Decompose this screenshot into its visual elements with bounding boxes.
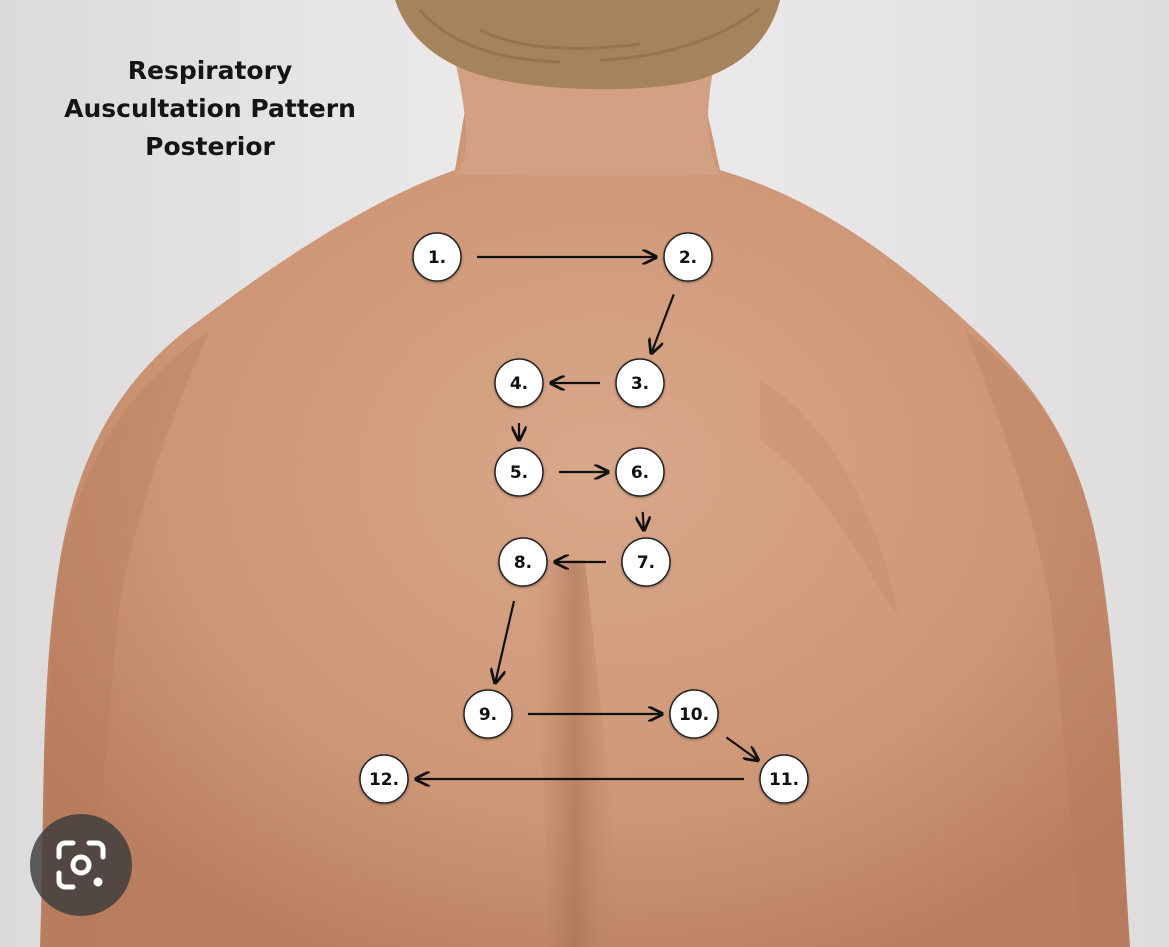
marker-label: 5. xyxy=(510,463,528,483)
marker-circle xyxy=(759,754,809,804)
auscultation-point-11: 11. xyxy=(759,754,809,804)
auscultation-point-4: 4. xyxy=(494,358,544,408)
auscultation-point-10: 10. xyxy=(669,689,719,739)
auscultation-point-8: 8. xyxy=(498,537,548,587)
hair-shading xyxy=(418,6,761,64)
marker-circle xyxy=(615,447,665,497)
scapula-shading xyxy=(760,380,900,620)
marker-label: 7. xyxy=(637,553,655,573)
title-line-1: Respiratory xyxy=(127,56,293,85)
auscultation-point-12: 12. xyxy=(359,754,409,804)
arrow-2-to-3 xyxy=(651,293,675,353)
arrow-8-to-9 xyxy=(495,600,516,683)
marker-group: 1. 2. 3. 4. 5. 6. 7. 8. 9. 10. 11. 12. xyxy=(359,232,809,804)
shoulder-shading-right xyxy=(965,330,1128,947)
marker-label: 9. xyxy=(479,705,497,725)
marker-label: 2. xyxy=(679,248,697,268)
marker-circle xyxy=(463,689,513,739)
arrow-10-to-11 xyxy=(725,736,758,760)
marker-label: 8. xyxy=(514,553,532,573)
marker-label: 3. xyxy=(631,374,649,394)
shoulder-shading-left xyxy=(45,330,210,947)
arrow-6-to-7 xyxy=(643,511,644,530)
marker-label: 10. xyxy=(679,705,709,725)
neck-shape xyxy=(455,60,720,175)
auscultation-point-3: 3. xyxy=(615,358,665,408)
hair-shape xyxy=(395,0,780,90)
diagram-title: Respiratory Auscultation Pattern Posteri… xyxy=(40,52,380,166)
title-line-3: Posterior xyxy=(145,132,275,161)
marker-circle xyxy=(359,754,409,804)
marker-circle xyxy=(498,537,548,587)
auscultation-point-9: 9. xyxy=(463,689,513,739)
marker-label: 1. xyxy=(428,248,446,268)
marker-circle xyxy=(412,232,462,282)
marker-label: 12. xyxy=(369,770,399,790)
marker-circle xyxy=(615,358,665,408)
lens-icon xyxy=(56,840,106,890)
torso-shape xyxy=(40,80,1130,947)
auscultation-point-6: 6. xyxy=(615,447,665,497)
marker-label: 6. xyxy=(631,463,649,483)
marker-label: 11. xyxy=(769,770,799,790)
marker-circle xyxy=(669,689,719,739)
connector-arrows xyxy=(416,257,758,779)
auscultation-point-1: 1. xyxy=(412,232,462,282)
auscultation-point-5: 5. xyxy=(494,447,544,497)
marker-circle xyxy=(663,232,713,282)
auscultation-point-2: 2. xyxy=(663,232,713,282)
marker-circle xyxy=(494,358,544,408)
spine-shading xyxy=(530,560,620,947)
lens-search-button[interactable] xyxy=(30,814,132,916)
marker-circle xyxy=(621,537,671,587)
marker-circle xyxy=(494,447,544,497)
marker-label: 4. xyxy=(510,374,528,394)
auscultation-point-7: 7. xyxy=(621,537,671,587)
title-line-2: Auscultation Pattern xyxy=(64,94,356,123)
